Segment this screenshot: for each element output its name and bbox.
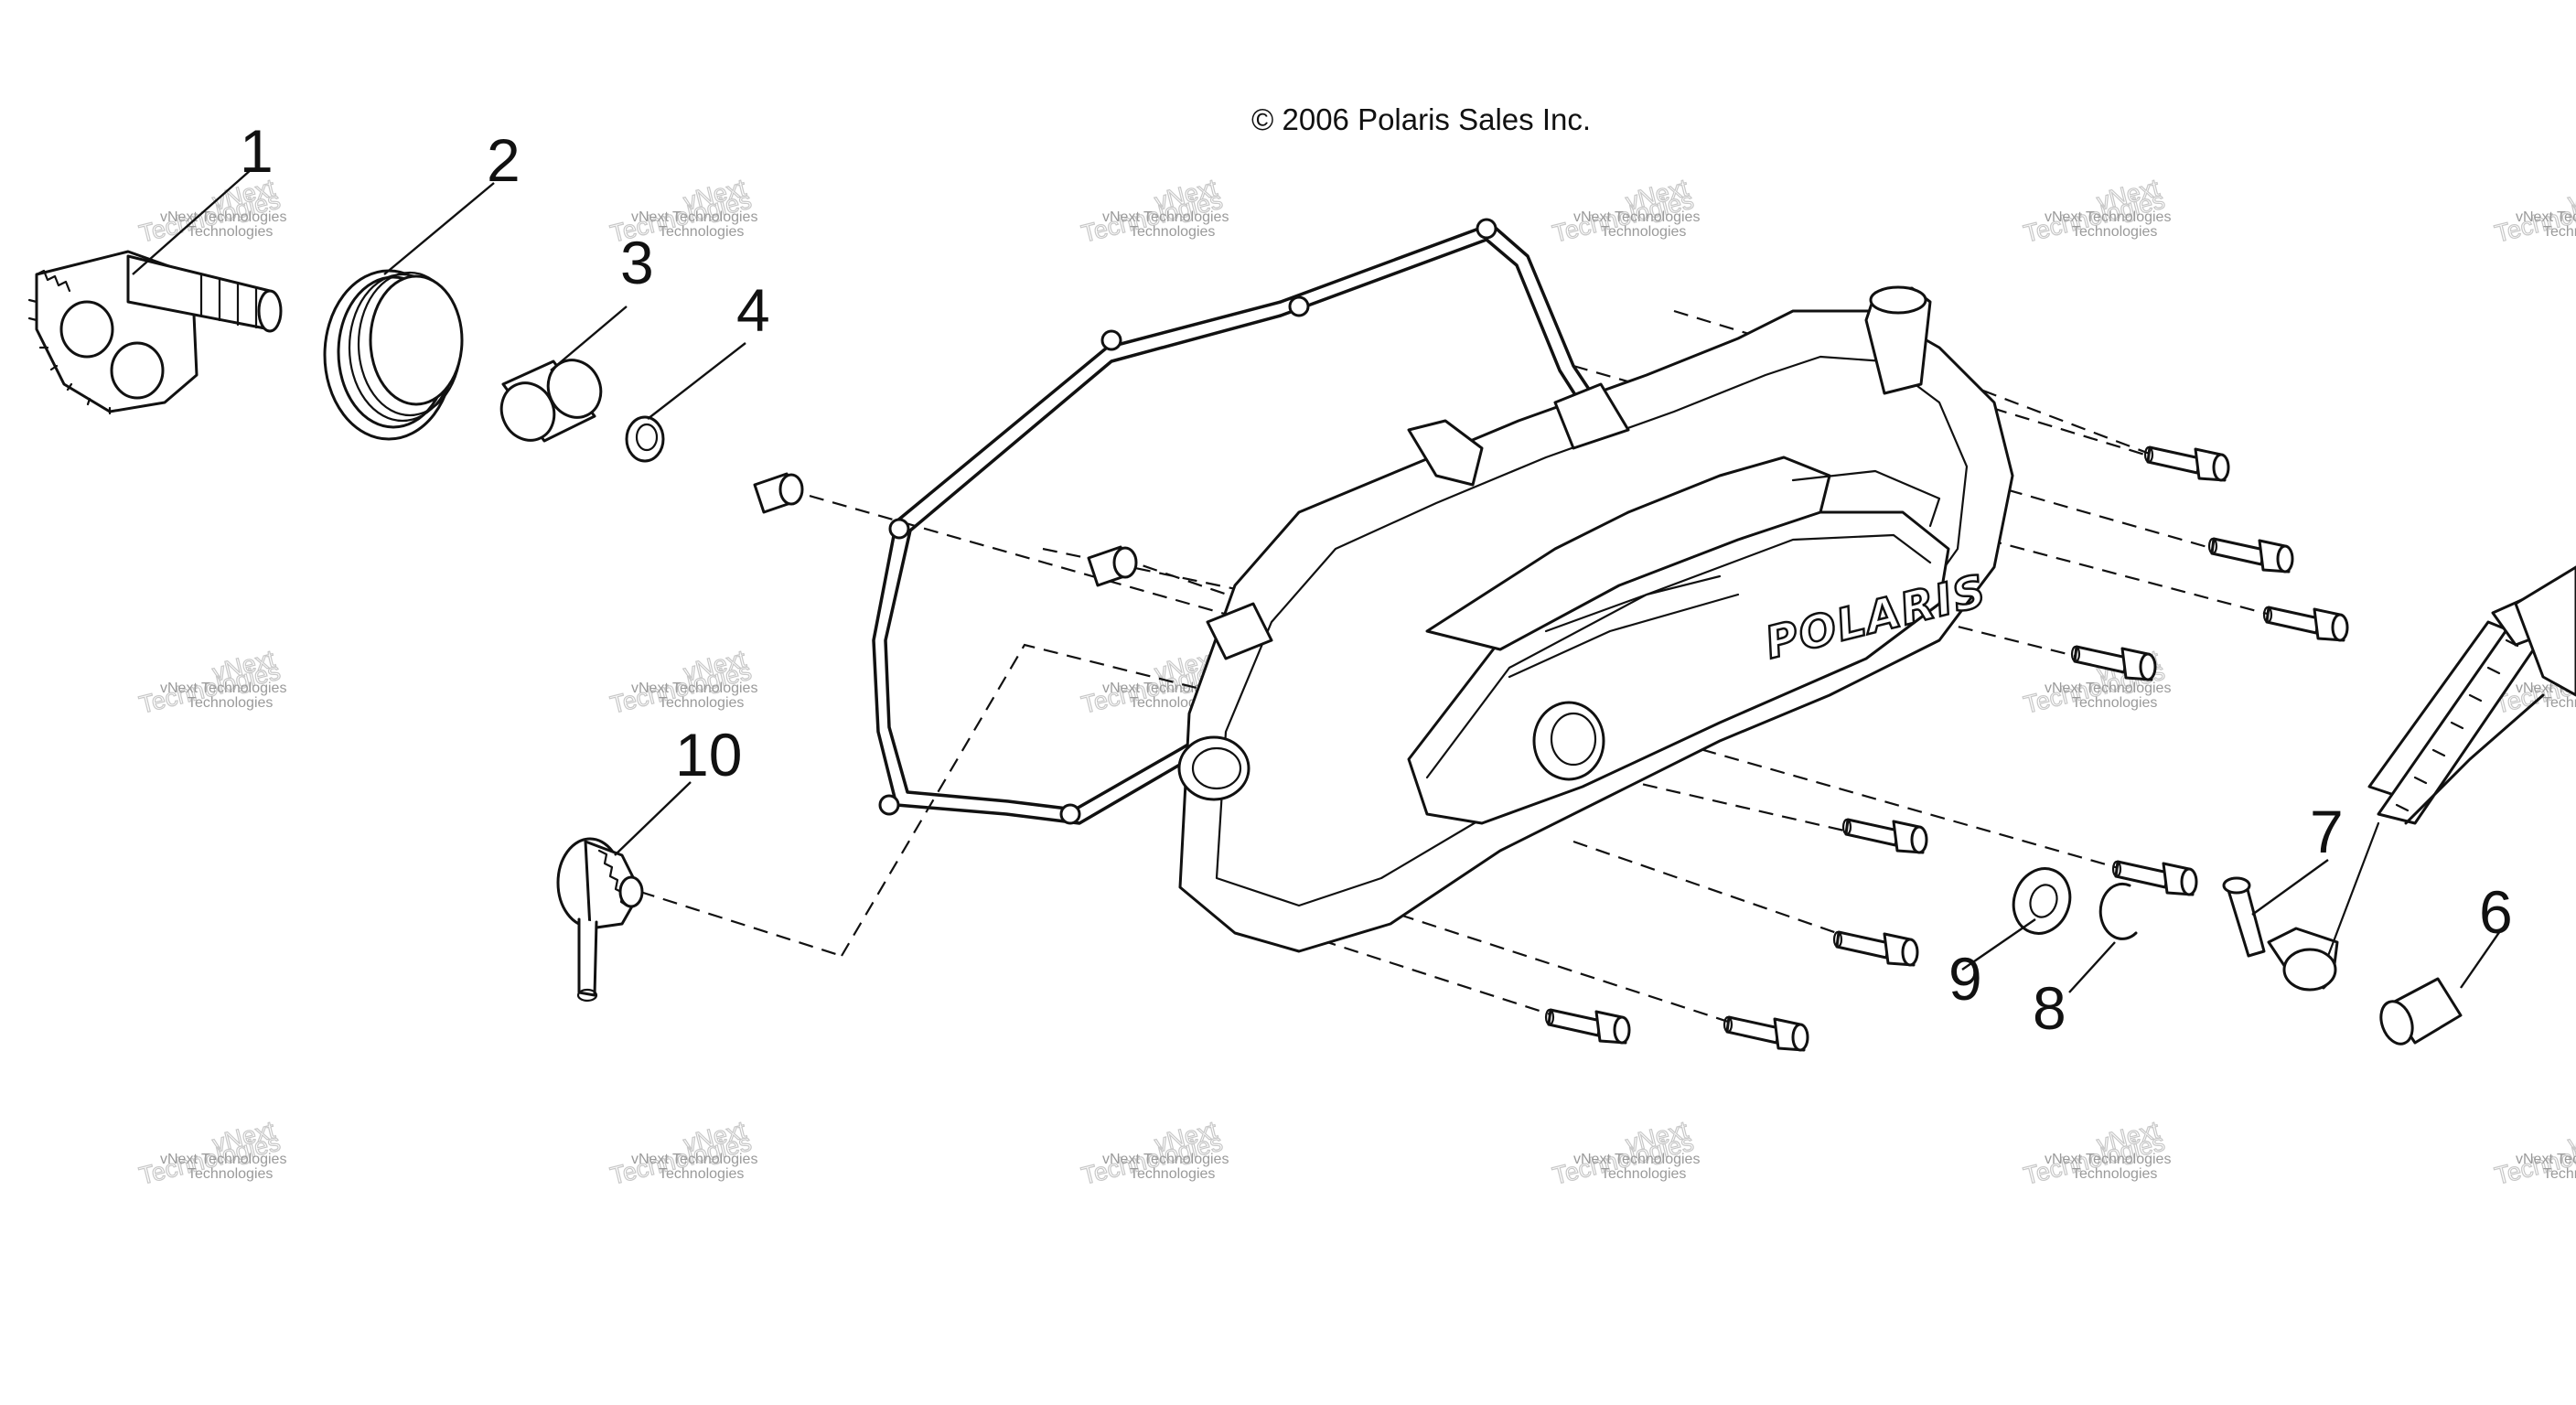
svg-text:Technologies: Technologies [2543,695,2576,711]
svg-text:Technologies: Technologies [188,695,273,711]
bolt-9 [1723,1015,1809,1052]
svg-text:Technologies: Technologies [1130,224,1215,240]
part-2-ring-seal [323,269,464,441]
kickstart-lever [2267,565,2576,992]
part-8-circlip [2098,882,2138,940]
svg-text:vNext Technologies: vNext Technologies [631,681,757,696]
callouts: 1 2 3 4 10 7 6 9 8 [240,117,2513,1042]
part-7-pin [2222,876,2266,958]
callout-8: 8 [2033,974,2066,1042]
svg-text:vNext Technologies: vNext Technologies [1102,209,1229,225]
svg-text:Technologies: Technologies [2543,224,2576,240]
bolt-8 [1544,1008,1631,1045]
part-3-bushing [499,359,603,443]
part-1-kickstart-gear-shaft [27,250,283,415]
svg-text:Technologies: Technologies [188,224,273,240]
clutch-cover: POLARIS [1177,285,2014,953]
svg-text:vNext Technologies: vNext Technologies [2516,1152,2576,1167]
callout-10: 10 [675,721,742,788]
callout-3: 3 [620,229,654,296]
cover-bolts [1544,445,2349,1052]
bolt-4 [2070,645,2157,681]
svg-text:vNext Technologies: vNext Technologies [1573,1152,1700,1167]
copyright-text: © 2006 Polaris Sales Inc. [1251,102,1591,136]
svg-text:Technologies: Technologies [659,224,744,240]
svg-text:vNext Technologies: vNext Technologies [1102,1152,1229,1167]
callout-7: 7 [2310,798,2344,865]
svg-text:Technologies: Technologies [1601,1166,1686,1182]
svg-text:vNext Technologies: vNext Technologies [631,1152,757,1167]
callout-4: 4 [736,276,770,344]
part-9-washer [2012,867,2072,935]
svg-text:Technologies: Technologies [2543,1166,2576,1182]
part-4-washer [625,415,665,463]
svg-text:Technologies: Technologies [188,1166,273,1182]
bolt-6 [2111,860,2198,896]
part-6-cap [2379,977,2463,1046]
svg-text:Technologies: Technologies [2072,695,2157,711]
svg-text:Technologies: Technologies [2072,224,2157,240]
leader-lines [132,168,2503,993]
svg-text:vNext Technologies: vNext Technologies [2045,1152,2171,1167]
svg-text:vNext Technologies: vNext Technologies [160,1152,286,1167]
callout-9: 9 [1948,945,1982,1013]
bolt-3 [2262,606,2349,642]
svg-text:Technologies: Technologies [1130,1166,1215,1182]
svg-text:vNext Technologies: vNext Technologies [2516,209,2576,225]
bolt-2 [2207,537,2294,574]
svg-text:Technologies: Technologies [1601,224,1686,240]
part-10-starter-gear [556,837,644,1003]
svg-text:Technologies: Technologies [2072,1166,2157,1182]
svg-text:Technologies: Technologies [659,1166,744,1182]
svg-text:vNext Technologies: vNext Technologies [631,209,757,225]
svg-text:vNext Technologies: vNext Technologies [160,209,286,225]
svg-text:Technologies: Technologies [659,695,744,711]
bolt-1 [2143,445,2230,482]
svg-text:vNext Technologies: vNext Technologies [2045,209,2171,225]
svg-text:vNext Technologies: vNext Technologies [2045,681,2171,696]
dowel-pins [753,472,1138,587]
bolt-7 [1832,930,1919,967]
callout-2: 2 [487,126,521,194]
bolt-5 [1841,818,1928,854]
svg-text:vNext Technologies: vNext Technologies [160,681,286,696]
callout-6: 6 [2479,878,2513,946]
callout-1: 1 [240,117,274,185]
svg-text:vNext Technologies: vNext Technologies [1573,209,1700,225]
